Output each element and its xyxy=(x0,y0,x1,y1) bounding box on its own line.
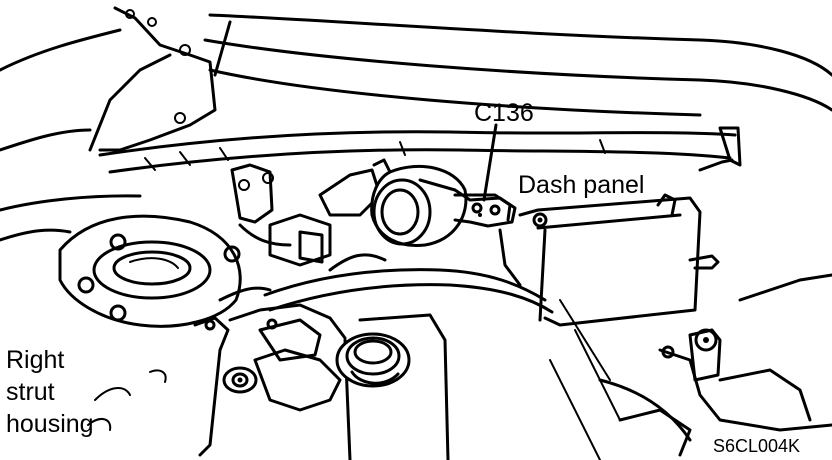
c136-label: C136 xyxy=(474,99,534,127)
cowl-cross-member xyxy=(98,126,742,174)
c136-leader-line xyxy=(482,123,498,202)
lower-harness xyxy=(193,303,347,457)
wiring-harness xyxy=(218,228,621,460)
right-strut-housing-label: Right strut housing xyxy=(6,344,116,440)
hood-hinge-bracket xyxy=(0,6,217,152)
dash-panel-label: Dash panel xyxy=(518,171,645,199)
figure-code: S6CL004K xyxy=(713,436,801,456)
intake-components xyxy=(230,163,382,267)
strut-housing-marks xyxy=(87,369,167,431)
strut-label-line-2: strut xyxy=(6,378,55,406)
strut-label-line-3: housing xyxy=(6,410,94,438)
fastener-accents xyxy=(237,213,709,383)
strut-label-line-1: Right xyxy=(6,346,65,374)
hood-cowl-outline xyxy=(203,13,832,117)
c136-component xyxy=(370,158,517,248)
dash-panel xyxy=(518,158,734,327)
strut-tower-left xyxy=(0,194,242,328)
right-components xyxy=(598,273,832,457)
reservoir xyxy=(335,313,450,460)
